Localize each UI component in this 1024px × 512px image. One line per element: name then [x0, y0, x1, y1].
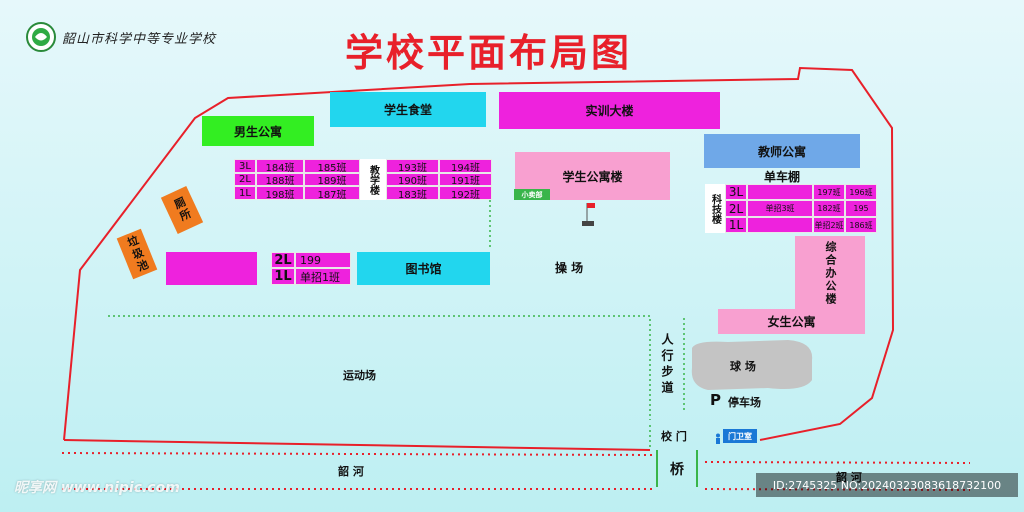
- parking-icon: P: [710, 391, 721, 409]
- class-room: 183班: [386, 186, 439, 201]
- class-room: 198班: [256, 186, 304, 201]
- guard-room: 门卫室: [723, 429, 757, 443]
- floor-label: 1L: [271, 268, 295, 285]
- canteen: 学生食堂: [330, 92, 486, 127]
- teaching-building-name: 教学楼: [360, 159, 386, 200]
- class-room: 199: [295, 252, 351, 268]
- ball-court: [691, 340, 813, 390]
- tech-room: 单招3班: [747, 200, 813, 217]
- sports-field-outline: [108, 315, 651, 420]
- watermark-site: 昵享网 www.nipic.com: [14, 480, 180, 496]
- library: 图书馆: [357, 252, 490, 285]
- court-label: 球 场: [730, 360, 756, 373]
- class-room: 187班: [304, 186, 360, 201]
- female-dorm: 女生公寓: [718, 309, 865, 334]
- tech-room: [747, 184, 813, 200]
- tech-room: 196班: [845, 184, 877, 200]
- floor-label: 1L: [725, 217, 747, 233]
- class-room: 192班: [439, 186, 492, 201]
- shop: 小卖部: [514, 189, 550, 200]
- page-title: 学校平面布局图: [345, 31, 633, 75]
- unnamed-building: [166, 252, 257, 285]
- bridge-label: 桥: [670, 462, 684, 478]
- class-room: 190班: [386, 173, 439, 187]
- river-bank-top-right: [704, 461, 971, 464]
- tech-room: 182班: [813, 200, 845, 217]
- river-bank-top-left: [61, 452, 656, 456]
- river-label-right: 韶 河: [836, 471, 862, 484]
- class-room: 191班: [439, 173, 492, 187]
- tech-building: [705, 184, 877, 233]
- class-room: 单招1班: [295, 268, 351, 285]
- class-room: 194班: [439, 159, 492, 174]
- watermark-id: ID:2745325 NO:20240323083618732100: [756, 473, 1018, 497]
- teacher-dorm: 教师公寓: [704, 134, 860, 168]
- parking-label: 停车场: [728, 396, 761, 409]
- class-room: 188班: [256, 173, 304, 187]
- flag-icon: [581, 201, 597, 227]
- class-room: 185班: [304, 159, 360, 174]
- tech-room: 195: [845, 200, 877, 217]
- tech-building-name: 科技楼: [705, 184, 725, 233]
- river-bank-bottom-right: [704, 488, 971, 491]
- training-building: 实训大楼: [499, 92, 720, 129]
- walkway-label: 人行步道: [660, 333, 674, 397]
- class-room: 184班: [256, 159, 304, 174]
- gate-label: 校 门: [661, 430, 687, 443]
- admin-building: 综合办公楼: [795, 236, 865, 311]
- tech-room: 197班: [813, 184, 845, 200]
- person-icon: [714, 430, 722, 444]
- school-logo: [26, 22, 56, 52]
- tech-room: [747, 217, 813, 233]
- playground-label: 操 场: [555, 261, 584, 275]
- floor-label: 3L: [234, 159, 256, 173]
- floor-label: 2L: [234, 173, 256, 186]
- sports-field-label: 运动场: [343, 369, 376, 382]
- floor-label: 2L: [271, 252, 295, 268]
- river-label-left: 韶 河: [338, 465, 364, 478]
- campus-boundary: [63, 66, 895, 441]
- class-room: 193班: [386, 159, 439, 174]
- bike-shed: 单车棚: [764, 170, 801, 184]
- floor-label: 3L: [725, 184, 747, 200]
- tech-room: 186班: [845, 217, 877, 233]
- tech-room: 单招2班: [813, 217, 845, 233]
- class-room: 189班: [304, 173, 360, 187]
- school-name: 韶山市科学中等专业学校: [62, 32, 217, 47]
- south-wall: [63, 439, 651, 451]
- floor-label: 1L: [234, 186, 256, 200]
- floor-label: 2L: [725, 200, 747, 217]
- male-dorm: 男生公寓: [202, 116, 314, 146]
